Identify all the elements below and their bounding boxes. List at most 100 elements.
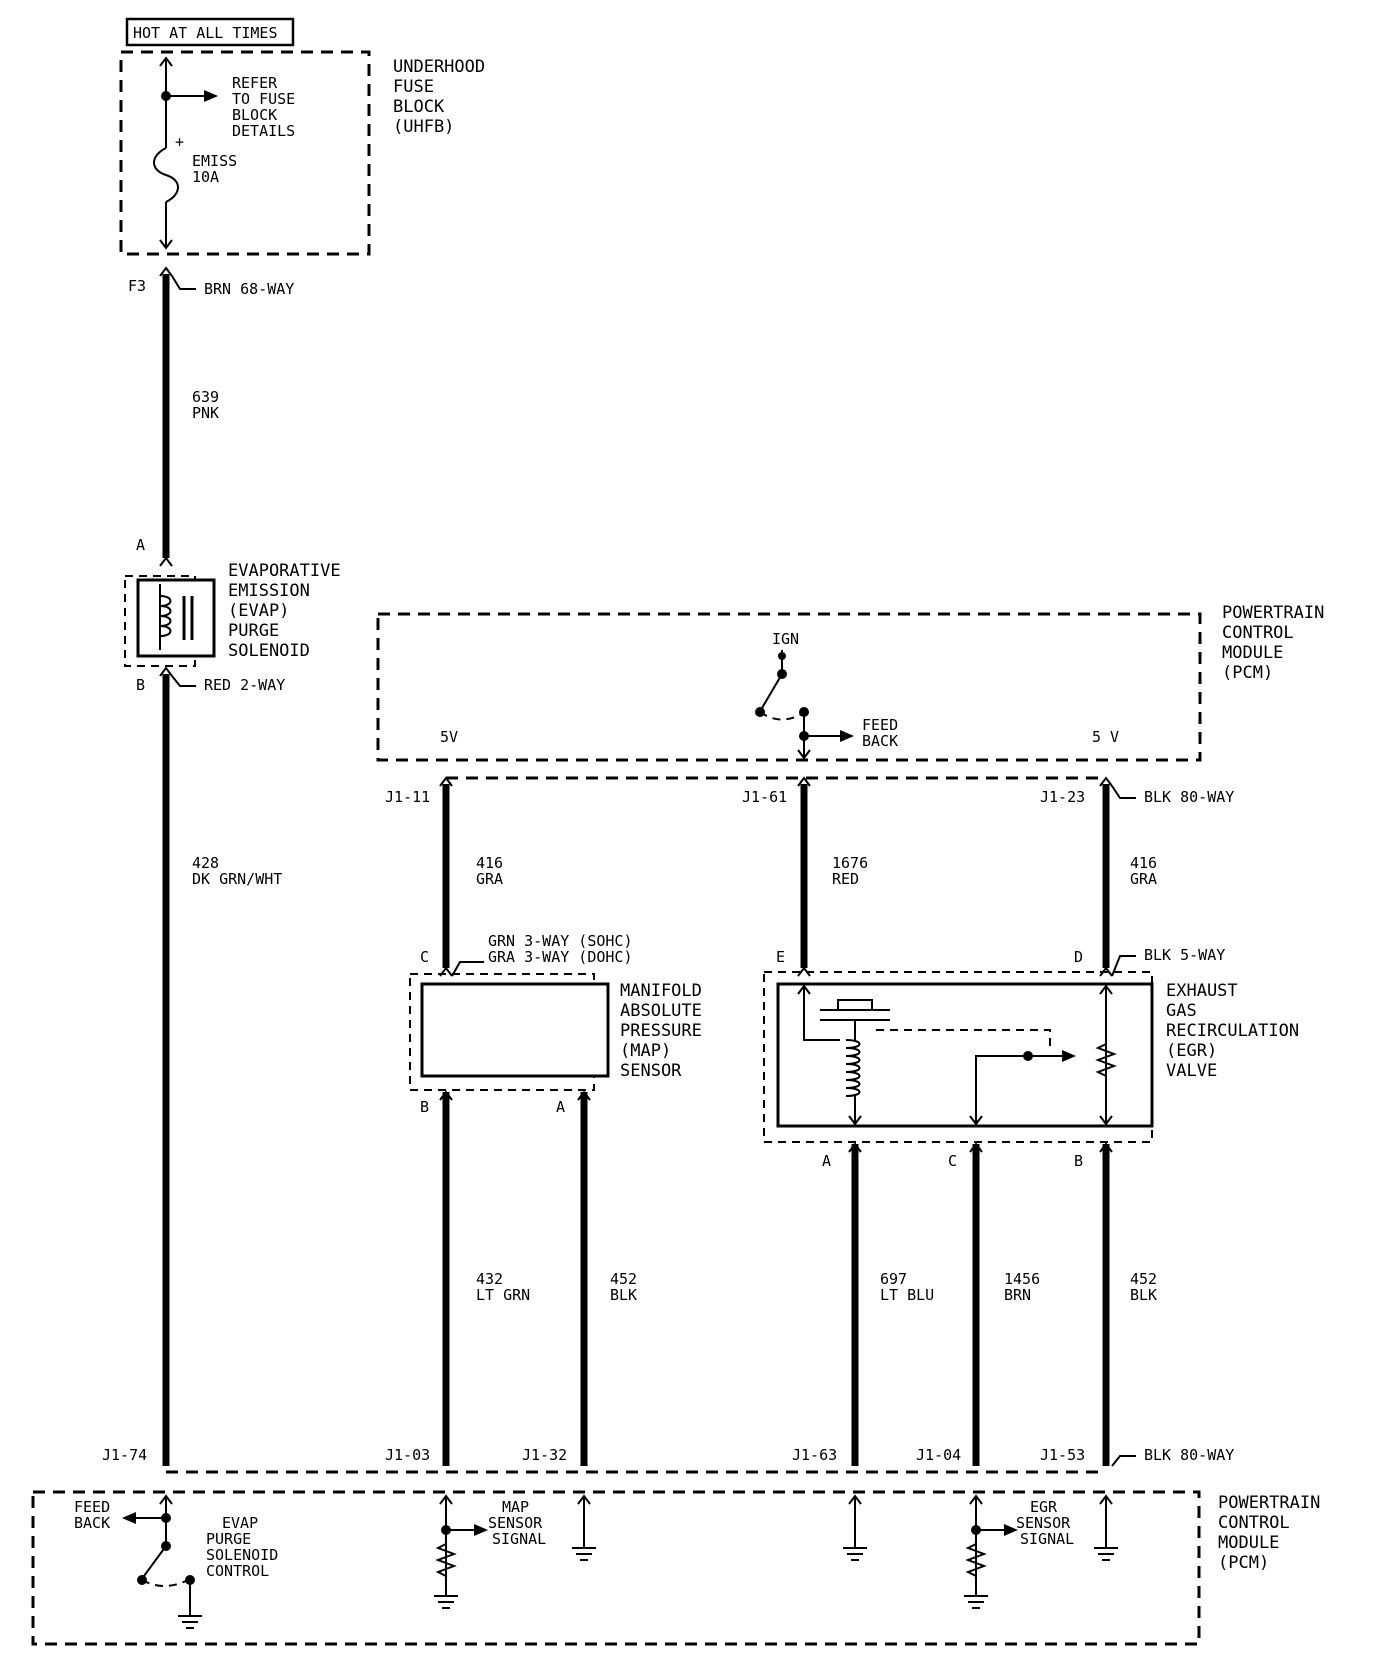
svg-text:VALVE: VALVE — [1166, 1061, 1217, 1081]
fuse-rating: EMISS 10A — [192, 152, 237, 186]
svg-text:428: 428 — [192, 854, 219, 872]
evap-ctrl-label: EVAP PURGE SOLENOID CONTROL — [206, 1514, 278, 1580]
pcm-bottom-outline — [31, 1490, 1201, 1646]
pcm-bottom-label: POWERTRAIN CONTROL MODULE (PCM) — [1218, 1493, 1320, 1573]
evap-solenoid-box — [136, 578, 216, 658]
svg-text:CONTROL: CONTROL — [1218, 1513, 1290, 1533]
svg-text:SENSOR: SENSOR — [620, 1061, 682, 1081]
svg-text:(UHFB): (UHFB) — [393, 117, 454, 137]
map-sensor-box — [420, 982, 610, 1078]
wire-452-egr-label: 452 BLK — [1130, 1270, 1157, 1304]
svg-text:(PCM): (PCM) — [1222, 663, 1273, 683]
svg-text:10A: 10A — [192, 168, 219, 186]
egr-valve-box — [776, 982, 1154, 1128]
ign-label: IGN — [772, 630, 799, 648]
pcm-5v-left: 5V — [440, 728, 458, 746]
svg-text:MANIFOLD: MANIFOLD — [620, 981, 702, 1001]
connector-c-map-label: C — [420, 948, 429, 966]
fuse-block-outline — [119, 50, 371, 256]
svg-text:LT BLU: LT BLU — [880, 1286, 934, 1304]
svg-text:MODULE: MODULE — [1218, 1533, 1279, 1553]
svg-text:SIGNAL: SIGNAL — [1020, 1530, 1074, 1548]
connector-j1-04-label: J1-04 — [916, 1446, 961, 1464]
hot-label-box — [125, 17, 295, 47]
connector-f3-label: F3 — [128, 277, 146, 295]
wire-428-label: 428 DK GRN/WHT — [192, 854, 282, 888]
connector-a-map-label: A — [556, 1098, 565, 1116]
ground-icon — [964, 1595, 988, 1609]
switch-icon — [143, 1545, 167, 1577]
connector-c-egr-label: C — [948, 1152, 957, 1170]
svg-text:DK GRN/WHT: DK GRN/WHT — [192, 870, 282, 888]
wire-1676-label: 1676 RED — [832, 854, 868, 888]
arrow-up-icon — [848, 1494, 862, 1505]
wire-416-map-label: 416 GRA — [476, 854, 503, 888]
connector-b-icon — [159, 666, 173, 677]
svg-text:POWERTRAIN: POWERTRAIN — [1222, 603, 1324, 623]
svg-text:LT GRN: LT GRN — [476, 1286, 530, 1304]
connector-j1-11-label: J1-11 — [385, 788, 430, 806]
arrow-right-icon — [1062, 1050, 1076, 1062]
connector-grn3-label: GRN 3-WAY (SOHC) — [488, 932, 633, 950]
svg-text:DETAILS: DETAILS — [232, 122, 295, 140]
svg-text:EGR: EGR — [1030, 1498, 1058, 1516]
svg-text:BRN: BRN — [1004, 1286, 1031, 1304]
refer-label: REFER TO FUSE BLOCK DETAILS — [232, 74, 295, 140]
svg-text:432: 432 — [476, 1270, 503, 1288]
connector-j1-63-label: J1-63 — [792, 1446, 837, 1464]
connector-icon — [1099, 776, 1113, 787]
egr-linkage — [876, 1029, 1051, 1048]
connector-a-icon — [159, 556, 173, 567]
svg-text:GRA: GRA — [1130, 870, 1157, 888]
svg-text:BACK: BACK — [862, 732, 898, 750]
arrow-down-icon — [969, 1115, 983, 1126]
svg-text:452: 452 — [610, 1270, 637, 1288]
connector-a-egr-label: A — [822, 1152, 831, 1170]
arrow-right-icon — [840, 730, 854, 742]
feedback-label-top: FEED BACK — [862, 716, 898, 750]
coil-icon — [159, 595, 172, 637]
hot-label: HOT AT ALL TIMES — [133, 24, 278, 42]
svg-text:MODULE: MODULE — [1222, 643, 1283, 663]
arrow-down-icon — [159, 239, 173, 250]
ground-icon — [1094, 1547, 1118, 1561]
egr-splice — [1023, 1051, 1033, 1061]
svg-text:639: 639 — [192, 388, 219, 406]
arrow-up-icon — [439, 1494, 453, 1505]
svg-text:PURGE: PURGE — [228, 621, 279, 641]
egr-wiper-wire — [975, 1055, 1070, 1124]
evap-solenoid-label: EVAPORATIVE EMISSION (EVAP) PURGE SOLENO… — [228, 561, 341, 661]
arrow-up-icon — [969, 1494, 983, 1505]
svg-text:FEED: FEED — [862, 716, 898, 734]
leader — [171, 275, 196, 290]
connector-j1-32-label: J1-32 — [522, 1446, 567, 1464]
svg-text:EVAP: EVAP — [222, 1514, 258, 1532]
svg-text:BLK: BLK — [1130, 1286, 1157, 1304]
leader — [1111, 955, 1136, 977]
svg-text:BLOCK: BLOCK — [232, 106, 277, 124]
egr-coil-icon — [845, 1039, 861, 1097]
connector-j1-23-label: J1-23 — [1040, 788, 1085, 806]
switch-icon — [761, 673, 783, 709]
svg-text:REFER: REFER — [232, 74, 278, 92]
arrow-up-icon — [577, 1494, 591, 1505]
svg-text:(EVAP): (EVAP) — [228, 601, 289, 621]
connector-brn68-label: BRN 68-WAY — [204, 280, 294, 298]
egr-valve-label: EXHAUST GAS RECIRCULATION (EGR) VALVE — [1166, 981, 1299, 1081]
arrow-up-icon — [159, 1494, 173, 1505]
arrow-left-icon — [122, 1512, 136, 1524]
ign-dot — [778, 652, 786, 660]
svg-text:452: 452 — [1130, 1270, 1157, 1288]
svg-text:TO FUSE: TO FUSE — [232, 90, 295, 108]
resistor-icon — [435, 1543, 457, 1577]
leader — [451, 961, 484, 977]
arrow-right-icon — [204, 90, 218, 102]
svg-text:PURGE: PURGE — [206, 1530, 251, 1548]
ground-icon — [434, 1595, 458, 1609]
svg-text:EXHAUST: EXHAUST — [1166, 981, 1238, 1001]
connector-icon — [797, 966, 811, 977]
connector-f3-icon — [159, 266, 173, 277]
svg-text:RECIRCULATION: RECIRCULATION — [1166, 1021, 1299, 1041]
svg-text:UNDERHOOD: UNDERHOOD — [393, 57, 485, 77]
svg-text:MAP: MAP — [502, 1498, 529, 1516]
